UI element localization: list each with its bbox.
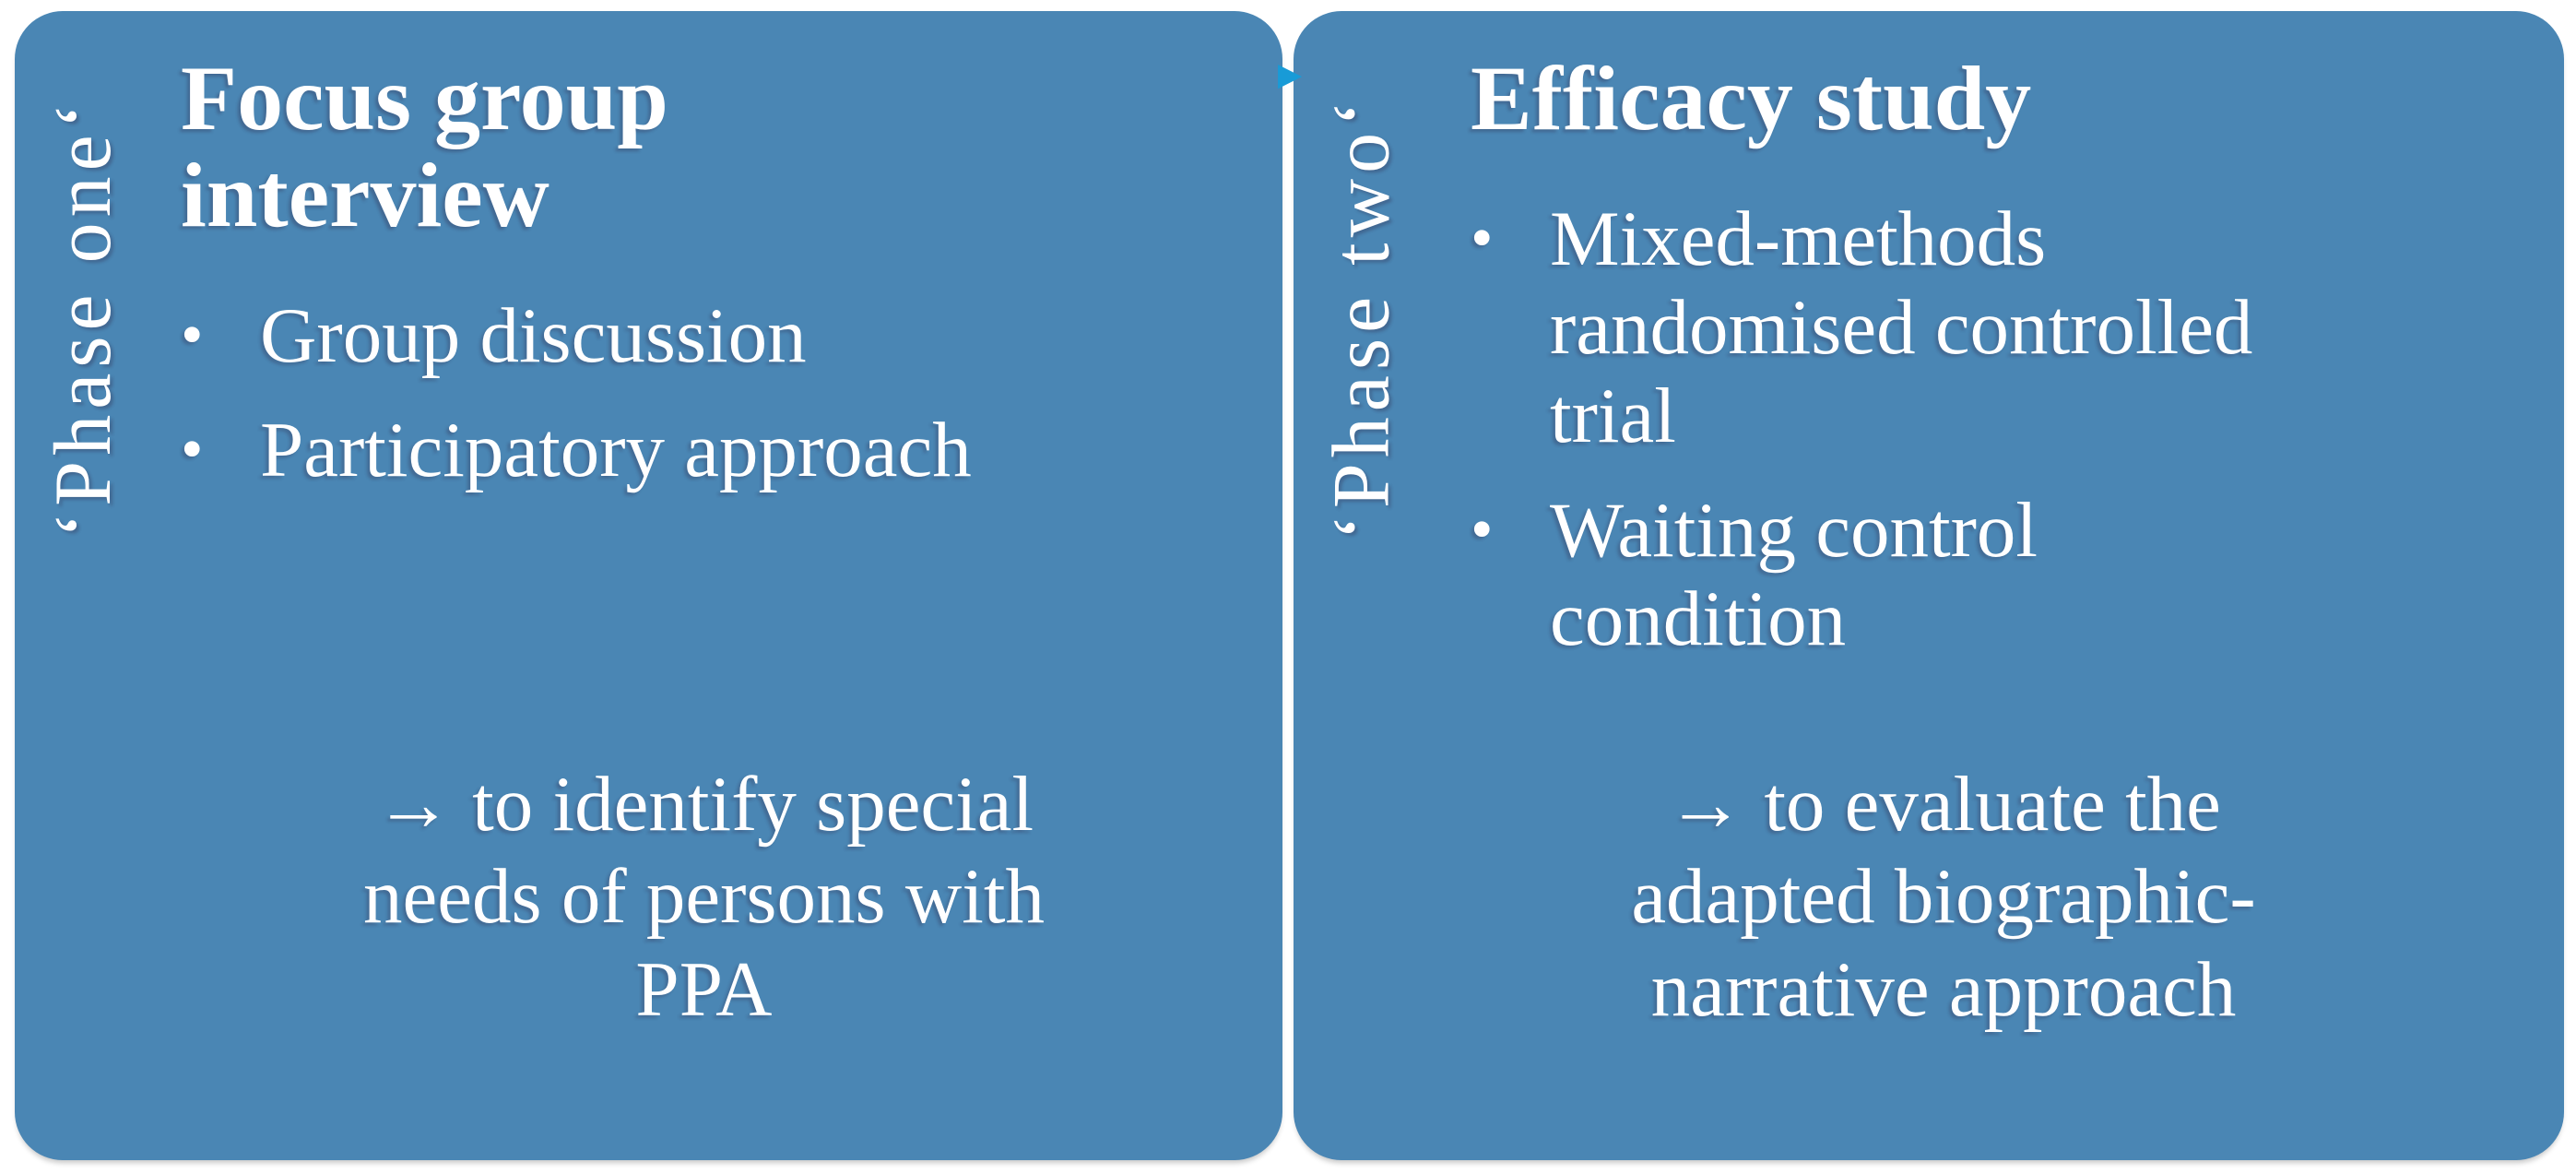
bullet-text: Waiting control condition <box>1550 487 2038 663</box>
phase-two-box: ‘Phase two‘ Efficacy study • Mixed-metho… <box>1294 11 2564 1160</box>
phase-one-box: ‘Phase one‘ Focus group interview • Grou… <box>15 11 1282 1160</box>
phase-two-outcome-text: → to evaluate the adapted biographic- na… <box>1631 761 2256 1033</box>
phase-one-outcome-text: → to identify special needs of persons w… <box>363 761 1045 1033</box>
phase-two-title: Efficacy study <box>1471 47 2032 149</box>
bullet-text: Group discussion <box>260 292 807 379</box>
bullet-item: • Mixed-methods randomised controlled tr… <box>1471 195 2416 460</box>
bullet-item: • Group discussion <box>181 291 1227 380</box>
phase-one-bullet-list: • Group discussion • Participatory appro… <box>181 291 1227 520</box>
phase-two-bullet-list: • Mixed-methods randomised controlled tr… <box>1471 195 2416 689</box>
phase-one-content: Focus group interview • Group discussion… <box>15 11 1282 1160</box>
bullet-marker-icon: • <box>181 300 204 371</box>
bullet-item: • Participatory approach <box>181 406 1227 494</box>
bullet-item: • Waiting control condition <box>1471 486 2416 663</box>
bullet-marker-icon: • <box>1471 494 1494 566</box>
bullet-marker-icon: • <box>1471 203 1494 274</box>
connector-arrow-icon: ▶ <box>1278 56 1303 93</box>
bullet-marker-icon: • <box>181 414 204 486</box>
phase-two-content: Efficacy study • Mixed-methods randomise… <box>1294 11 2564 1160</box>
bullet-text: Participatory approach <box>260 407 972 494</box>
phase-one-title: Focus group interview <box>181 47 668 246</box>
bullet-text: Mixed-methods randomised controlled tria… <box>1550 196 2253 460</box>
